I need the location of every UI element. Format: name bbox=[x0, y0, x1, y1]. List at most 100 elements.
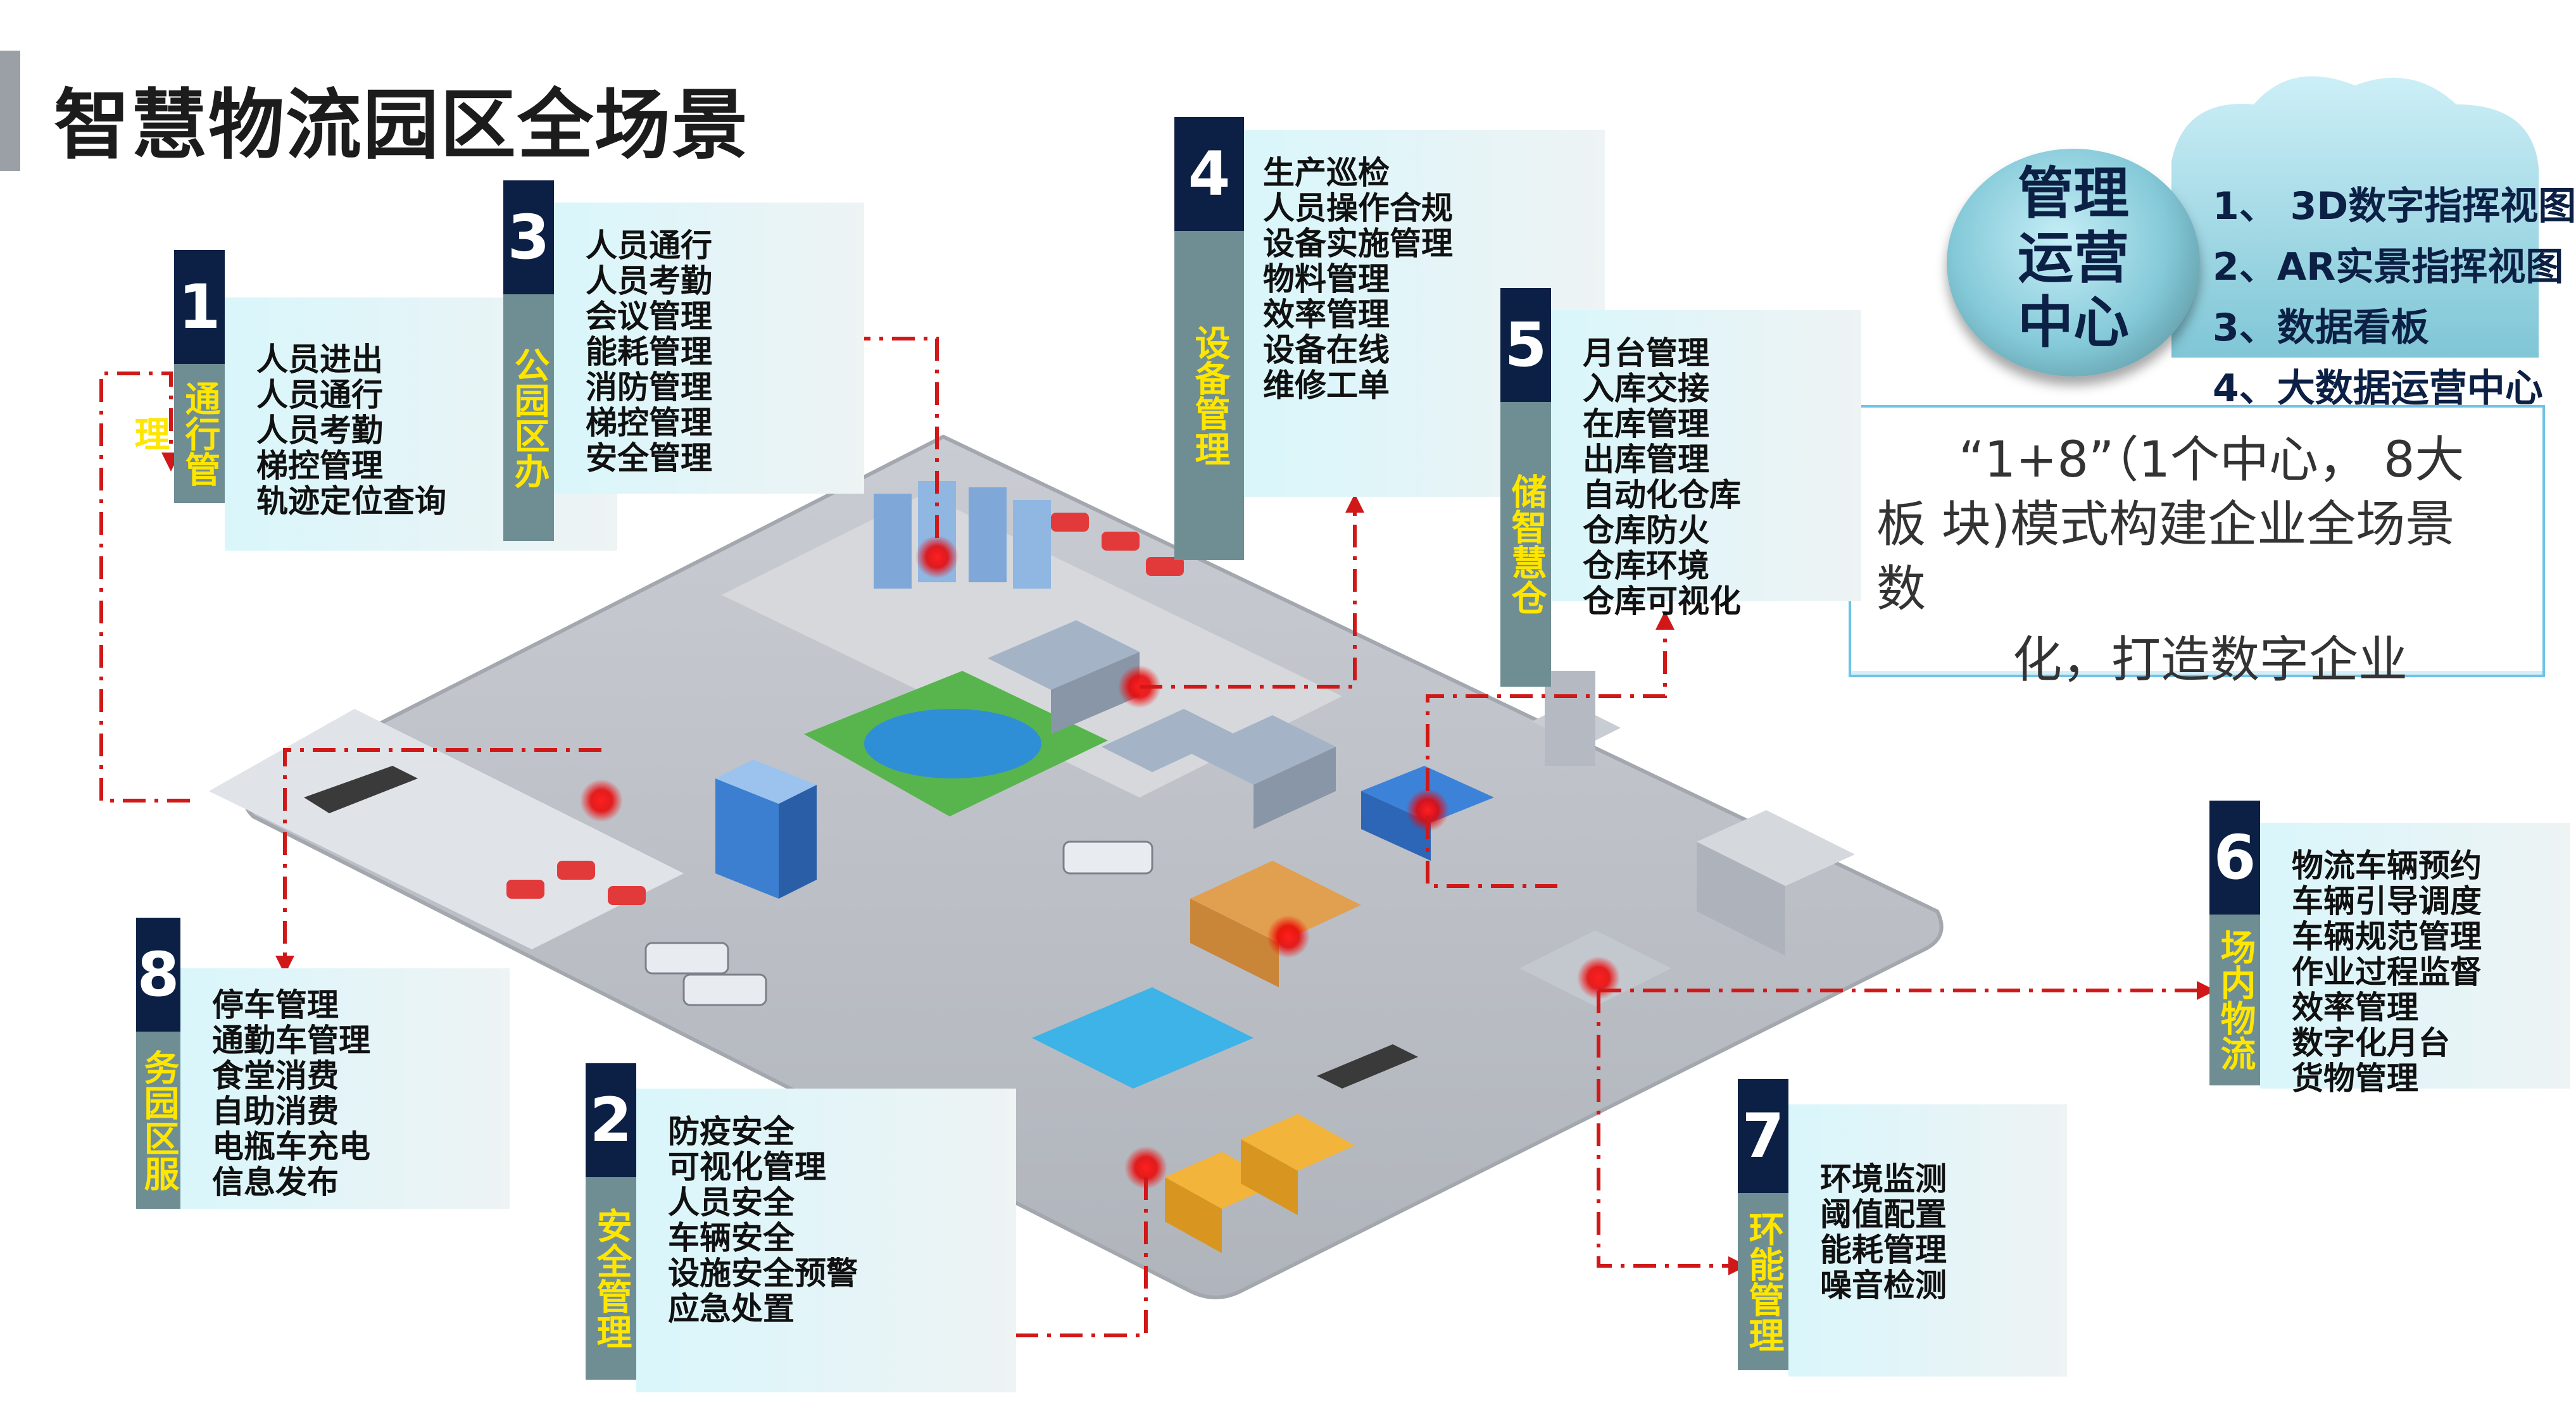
module-title: 公园区办 bbox=[503, 294, 554, 541]
slogan-box: “1+8”（1个中心， 8大 板 块)模式构建企业全场景 数 化，打造数字企业 bbox=[1849, 405, 2545, 689]
module-item: 效率管理 bbox=[2292, 989, 2418, 1026]
module-item: 效率管理 bbox=[1263, 296, 1390, 333]
module-item: 仓库环境 bbox=[1583, 547, 1709, 584]
module-item: 梯控管理 bbox=[586, 404, 712, 441]
module-item: 阈值配置 bbox=[1820, 1196, 1947, 1233]
buses bbox=[644, 840, 1153, 1006]
module-item: 出库管理 bbox=[1583, 441, 1709, 478]
module-number: 2 bbox=[586, 1063, 636, 1177]
module-number: 6 bbox=[2209, 801, 2260, 915]
module-title: 环能管理 bbox=[1738, 1193, 1788, 1370]
title-accent-bar bbox=[0, 51, 20, 171]
module-item: 设备在线 bbox=[1263, 332, 1390, 368]
module-item: 车辆规范管理 bbox=[2292, 918, 2482, 955]
module-item: 物料管理 bbox=[1263, 261, 1390, 297]
module-item: 车辆引导调度 bbox=[2292, 883, 2482, 920]
module-item-list: 人员通行人员考勤会议管理能耗管理消防管理梯控管理安全管理 bbox=[554, 203, 864, 494]
module-title: 务园区服 bbox=[136, 1032, 180, 1209]
center-item: 1、 3D数字指挥视图 bbox=[2213, 184, 2576, 228]
module-item: 作业过程监督 bbox=[2292, 954, 2482, 990]
module-number: 5 bbox=[1500, 288, 1551, 402]
slogan-line: 板 块)模式构建企业全场景 bbox=[1876, 496, 2455, 553]
module-item: 轨迹定位查询 bbox=[256, 483, 446, 520]
module-number: 8 bbox=[136, 918, 180, 1032]
screen-plaza bbox=[1032, 987, 1253, 1089]
module-item: 能耗管理 bbox=[1820, 1232, 1947, 1268]
module-item-list: 环境监测阈值配置能耗管理噪音检测 bbox=[1788, 1104, 2067, 1377]
logistics-hub bbox=[1190, 766, 1494, 987]
module-item: 电瓶车充电 bbox=[212, 1128, 370, 1165]
module-title: 场内物流 bbox=[2209, 915, 2260, 1085]
module-item: 应急处置 bbox=[668, 1290, 795, 1327]
module-item: 在库管理 bbox=[1583, 406, 1709, 442]
location-pins bbox=[580, 535, 1620, 1189]
slogan-line: 数 bbox=[1876, 561, 1926, 618]
module-number: 1 bbox=[174, 250, 225, 364]
module-item: 月台管理 bbox=[1583, 335, 1709, 372]
module-number: 4 bbox=[1174, 117, 1244, 231]
module-item: 能耗管理 bbox=[586, 334, 712, 370]
module-item: 车辆安全 bbox=[668, 1220, 795, 1256]
parked-cars bbox=[506, 513, 1184, 905]
module-item: 停车管理 bbox=[212, 987, 339, 1023]
module-item: 入库交接 bbox=[1583, 370, 1709, 407]
south-warehouses bbox=[1165, 1114, 1355, 1253]
center-item: 3、数据看板 bbox=[2213, 306, 2429, 350]
lake bbox=[864, 709, 1041, 778]
center-label-line: 运营 bbox=[2017, 225, 2129, 290]
module-item: 人员考勤 bbox=[256, 412, 383, 449]
module-item-list: 物流车辆预约车辆引导调度车辆规范管理作业过程监督效率管理数字化月台货物管理 bbox=[2260, 823, 2570, 1096]
module-item: 仓库可视化 bbox=[1583, 583, 1741, 620]
module-item: 安全管理 bbox=[586, 440, 712, 477]
module-item: 货物管理 bbox=[2292, 1060, 2418, 1097]
module-item-list: 防疫安全可视化管理人员安全车辆安全设施安全预警应急处置 bbox=[636, 1089, 1016, 1392]
module-item: 会议管理 bbox=[586, 298, 712, 335]
module-item: 设备实施管理 bbox=[1263, 225, 1453, 262]
module-item: 梯控管理 bbox=[256, 447, 383, 484]
slogan-line: “1+8”（1个中心， 8大 bbox=[1959, 432, 2465, 489]
module-item: 数字化月台 bbox=[2292, 1025, 2450, 1061]
module-item: 维修工单 bbox=[1263, 367, 1390, 404]
office-towers bbox=[874, 481, 1051, 589]
slogan-line: 化，打造数字企业 bbox=[2013, 632, 2408, 689]
module-item: 设施安全预警 bbox=[668, 1255, 858, 1292]
module-item: 仓库防火 bbox=[1583, 512, 1709, 549]
module-item: 消防管理 bbox=[586, 369, 712, 406]
office-building bbox=[715, 759, 817, 899]
module-item-list: 月台管理入库交接在库管理出库管理自动化仓库仓库防火仓库环境仓库可视化 bbox=[1551, 310, 1861, 619]
module-item: 食堂消费 bbox=[212, 1058, 339, 1094]
warehouses bbox=[988, 620, 1336, 829]
road-arrow-west bbox=[304, 766, 418, 813]
module-title: 通行管理 bbox=[129, 364, 225, 503]
module-item: 可视化管理 bbox=[668, 1149, 826, 1185]
module-item: 人员操作合规 bbox=[1263, 190, 1453, 227]
module-title: 储智慧仓 bbox=[1500, 402, 1551, 687]
module-number: 3 bbox=[503, 180, 554, 294]
module-item: 物流车辆预约 bbox=[2292, 847, 2482, 884]
module-item: 人员通行 bbox=[256, 377, 383, 413]
module-item: 人员通行 bbox=[586, 227, 712, 264]
module-item: 通勤车管理 bbox=[212, 1022, 370, 1059]
module-item: 人员进出 bbox=[256, 341, 383, 378]
west-plaza bbox=[209, 709, 684, 949]
module-item: 信息发布 bbox=[212, 1164, 339, 1201]
center-cloud bbox=[2171, 76, 2539, 358]
center-label: 管理 运营 中心 bbox=[1947, 161, 2200, 355]
module-item: 噪音检测 bbox=[1820, 1267, 1947, 1304]
module-item: 人员安全 bbox=[668, 1184, 795, 1221]
module-number: 7 bbox=[1738, 1079, 1788, 1193]
module-item: 自助消费 bbox=[212, 1093, 339, 1130]
center-item: 4、大数据运营中心 bbox=[2213, 366, 2543, 411]
module-item: 生产巡检 bbox=[1263, 154, 1390, 191]
center-label-line: 中心 bbox=[2017, 290, 2129, 355]
module-item: 防疫安全 bbox=[668, 1113, 795, 1150]
factory-tower bbox=[1532, 671, 1621, 766]
center-item-list: 1、 3D数字指挥视图 2、AR实景指挥视图 3、数据看板 4、大数据运营中心 bbox=[2213, 176, 2576, 419]
module-item: 自动化仓库 bbox=[1583, 477, 1741, 513]
center-item: 2、AR实景指挥视图 bbox=[2213, 245, 2564, 289]
center-label-line: 管理 bbox=[2017, 161, 2129, 226]
road-arrow-south bbox=[1317, 1044, 1418, 1089]
module-title: 安全管理 bbox=[586, 1177, 636, 1380]
module-item: 环境监测 bbox=[1820, 1161, 1947, 1197]
